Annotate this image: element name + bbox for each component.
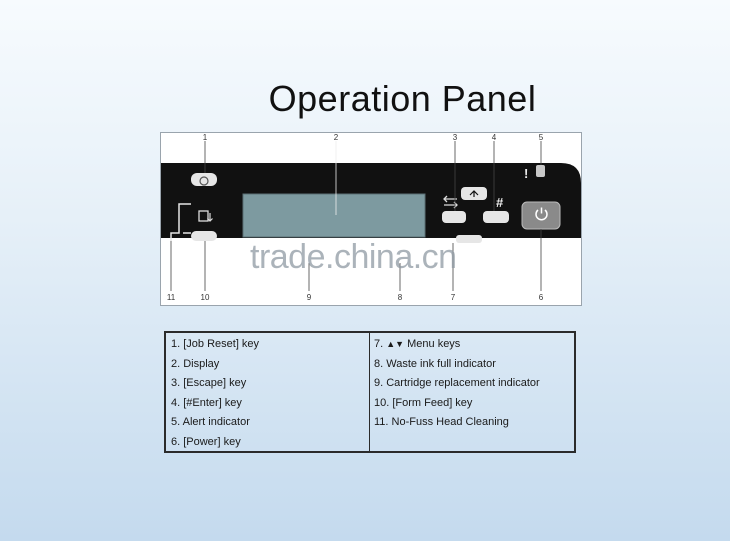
callout-10: 10 bbox=[201, 293, 210, 302]
watermark: trade.china.cn bbox=[250, 238, 457, 276]
callout-6: 6 bbox=[539, 293, 544, 302]
enter-key bbox=[483, 211, 509, 223]
callout-4: 4 bbox=[492, 133, 497, 142]
legend-item: 9. Cartridge replacement indicator bbox=[374, 377, 540, 389]
callout-7: 7 bbox=[451, 293, 456, 302]
menu-down-key bbox=[456, 235, 482, 243]
legend-item: 5. Alert indicator bbox=[171, 416, 250, 428]
legend-item: 2. Display bbox=[171, 357, 220, 370]
callout-5: 5 bbox=[539, 133, 544, 142]
legend-menu-suffix: Menu keys bbox=[404, 338, 461, 350]
panel-illustration: # ! 1 2 3 4 5 11 10 9 bbox=[161, 133, 581, 302]
legend-item: 11. No-Fuss Head Cleaning bbox=[374, 416, 509, 428]
legend-item: 10. [Form Feed] key bbox=[374, 396, 473, 409]
up-down-arrows-icon: ▲▼ bbox=[386, 339, 405, 349]
power-key bbox=[521, 201, 561, 230]
operation-panel-diagram: # ! 1 2 3 4 5 11 10 9 bbox=[160, 132, 582, 306]
display bbox=[242, 193, 426, 238]
callout-8: 8 bbox=[398, 293, 403, 302]
escape-arrow-icon bbox=[443, 195, 458, 209]
job-reset-key bbox=[191, 173, 217, 186]
exclamation-icon: ! bbox=[524, 166, 528, 181]
callout-2: 2 bbox=[334, 133, 339, 142]
legend-item: 8. Waste ink full indicator bbox=[374, 357, 496, 370]
legend-item: 4. [#Enter] key bbox=[171, 396, 242, 409]
callout-3: 3 bbox=[453, 133, 458, 142]
form-feed-icon bbox=[198, 210, 209, 222]
legend-item: 1. [Job Reset] key bbox=[171, 338, 260, 350]
escape-key bbox=[442, 211, 466, 223]
legend-item-menu-keys: 7. ▲▼ Menu keys bbox=[374, 335, 540, 355]
legend-item: 6. [Power] key bbox=[171, 435, 241, 448]
legend-left-column: 1. [Job Reset] key 2. Display 3. [Escape… bbox=[171, 335, 259, 452]
power-icon bbox=[535, 207, 548, 221]
page-title: Operation Panel bbox=[268, 78, 537, 119]
head-cleaning-bracket bbox=[170, 203, 191, 241]
callout-9: 9 bbox=[307, 293, 312, 302]
legend-divider bbox=[369, 333, 370, 451]
hash-icon: # bbox=[496, 195, 504, 210]
legend-right-column: 7. ▲▼ Menu keys 8. Waste ink full indica… bbox=[374, 335, 540, 433]
legend-table: 1. [Job Reset] key 2. Display 3. [Escape… bbox=[164, 331, 576, 453]
job-reset-icon bbox=[199, 176, 209, 186]
form-feed-key bbox=[191, 231, 217, 241]
legend-menu-prefix: 7. bbox=[374, 338, 387, 350]
legend-item: 3. [Escape] key bbox=[171, 377, 247, 389]
callout-1: 1 bbox=[203, 133, 208, 142]
alert-indicator bbox=[536, 165, 545, 177]
callout-11: 11 bbox=[167, 293, 176, 302]
